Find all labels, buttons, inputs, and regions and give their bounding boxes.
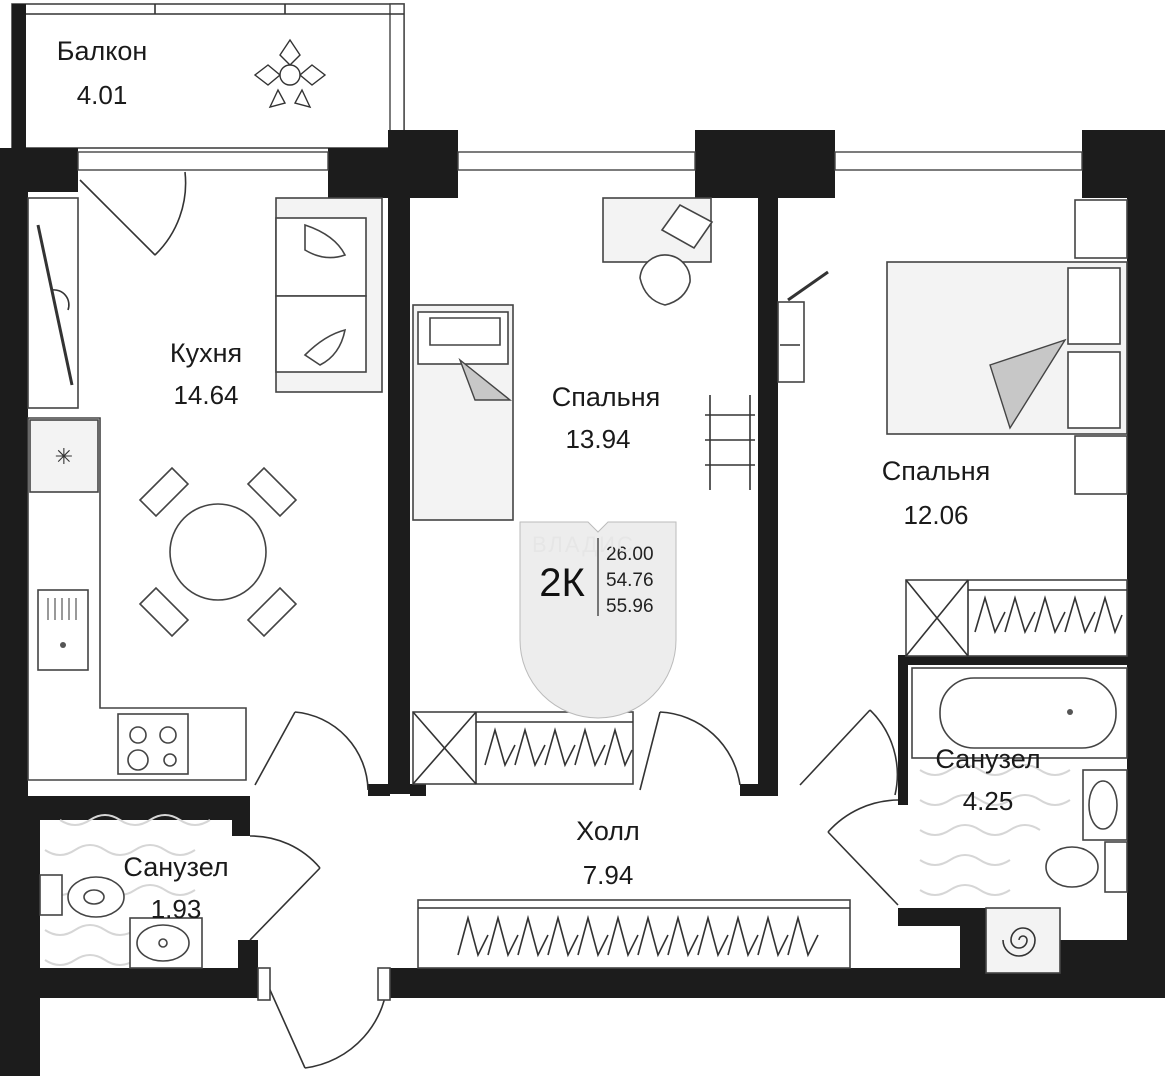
hall-furniture: [254, 711, 851, 1069]
bedroom1-name: Спальня: [552, 382, 661, 412]
apartment-badge: 2К 26.00 54.76 55.96: [519, 521, 677, 719]
kitchen-area: 14.64: [173, 380, 238, 410]
bath-small-area: 1.93: [151, 894, 202, 924]
bathroom-large: [827, 667, 1128, 974]
bathroom-small: [39, 814, 321, 969]
bedroom1-furniture: [412, 197, 755, 791]
total-area-with-balcony: 55.96: [606, 596, 654, 617]
kitchen-name: Кухня: [170, 338, 242, 368]
plant-icon: [253, 38, 327, 109]
shelf: [705, 395, 755, 490]
spiral-icon: [1002, 927, 1036, 957]
balcony-name: Балкон: [57, 36, 148, 66]
balcony: [11, 3, 405, 149]
balcony-area: 4.01: [77, 80, 128, 110]
living-area: 26.00: [606, 544, 654, 565]
walls: [0, 130, 1165, 1076]
chair: [138, 466, 298, 638]
bath-small-name: Санузел: [123, 852, 228, 882]
kitchen-furniture: ✳: [27, 171, 383, 781]
bedroom2-furniture: [777, 199, 1128, 796]
bedroom2-name: Спальня: [882, 456, 991, 486]
bedroom2-area: 12.06: [903, 500, 968, 530]
hangers: [484, 727, 633, 768]
watermark: ВЛАДИС: [532, 532, 635, 557]
bath-large-area: 4.25: [963, 786, 1014, 816]
hall-name: Холл: [576, 816, 640, 846]
svg-text:✳: ✳: [55, 445, 73, 470]
hall-area: 7.94: [583, 860, 634, 890]
bath-large-name: Санузел: [935, 744, 1040, 774]
apartment-type: 2К: [539, 561, 585, 605]
bedroom1-area: 13.94: [565, 424, 630, 454]
total-area: 54.76: [606, 570, 654, 591]
